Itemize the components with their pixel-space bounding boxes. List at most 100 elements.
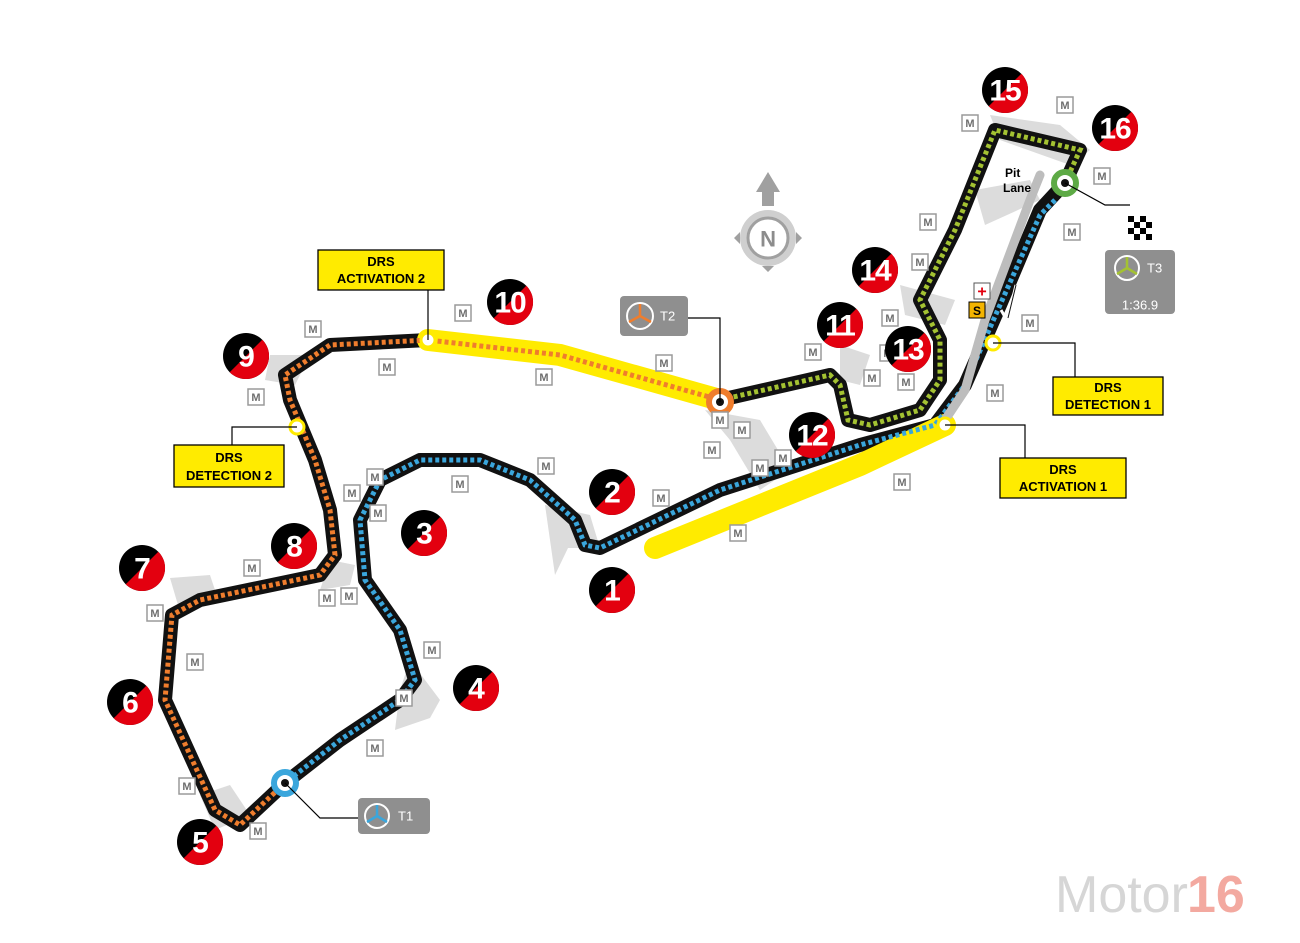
sector1-track	[283, 198, 1057, 785]
corner-number: 8	[286, 531, 302, 564]
marshal-post: M	[1093, 167, 1111, 185]
marshal-post: M	[369, 504, 387, 522]
corner-14: 14	[852, 247, 899, 294]
svg-text:N: N	[760, 227, 776, 252]
svg-text:M: M	[733, 528, 742, 540]
drs-detection-2-label: DRS DETECTION 2	[173, 444, 285, 488]
marshal-post: M	[733, 421, 751, 439]
corner-number: 10	[494, 287, 526, 320]
marshal-post: M	[703, 441, 721, 459]
corner-5: 5	[177, 819, 224, 866]
marshal-post: M	[652, 489, 670, 507]
svg-text:M: M	[923, 217, 932, 229]
svg-text:M: M	[965, 118, 974, 130]
corner-16: 16	[1092, 105, 1139, 152]
svg-text:ACTIVATION 2: ACTIVATION 2	[337, 271, 425, 286]
corner-2: 2	[589, 469, 636, 516]
marshal-post: M	[366, 739, 384, 757]
svg-text:DETECTION 2: DETECTION 2	[186, 468, 272, 483]
corner-1: 1	[589, 567, 636, 614]
drs-detection-1-label: DRS DETECTION 1	[1052, 376, 1164, 416]
corner-number: 6	[122, 687, 138, 720]
marshal-post: M	[751, 459, 769, 477]
medical-cross-icon: +	[973, 282, 991, 301]
svg-text:M: M	[1060, 100, 1069, 112]
timing-icon	[626, 302, 654, 330]
svg-text:M: M	[707, 445, 716, 457]
marshal-post: M	[340, 587, 358, 605]
marshal-post: M	[919, 213, 937, 231]
svg-text:M: M	[182, 781, 191, 793]
svg-text:M: M	[659, 358, 668, 370]
marshal-post: M	[318, 589, 336, 607]
svg-text:S: S	[973, 304, 981, 318]
drs-activation-2-label: DRS ACTIVATION 2	[317, 249, 445, 291]
marshal-post: M	[366, 468, 384, 486]
svg-text:M: M	[370, 743, 379, 755]
corner-number: 9	[238, 341, 254, 374]
compass-icon: N	[734, 172, 802, 272]
svg-text:M: M	[897, 477, 906, 489]
svg-text:16: 16	[1187, 866, 1245, 924]
svg-text:T1: T1	[398, 809, 413, 824]
svg-text:M: M	[308, 324, 317, 336]
marshal-post: M	[247, 388, 265, 406]
svg-text:M: M	[1025, 318, 1034, 330]
drs-activation-1-label: DRS ACTIVATION 1	[999, 457, 1127, 499]
svg-text:M: M	[382, 362, 391, 374]
sector-t1-label: T1	[358, 798, 430, 834]
corner-10: 10	[487, 279, 534, 326]
corner-8: 8	[271, 523, 318, 570]
marshal-post: M	[343, 484, 361, 502]
marshal-post: M	[1056, 96, 1074, 114]
safety-car-icon: S	[968, 301, 986, 319]
marshal-post: M	[451, 475, 469, 493]
corner-15: 15	[982, 67, 1029, 114]
svg-text:M: M	[539, 372, 548, 384]
svg-text:M: M	[251, 392, 260, 404]
drs-zone-back	[417, 329, 731, 411]
svg-text:M: M	[901, 377, 910, 389]
svg-text:M: M	[915, 257, 924, 269]
svg-text:T3: T3	[1147, 261, 1162, 276]
corner-number: 2	[604, 477, 620, 510]
marshal-post: M	[729, 524, 747, 542]
leader-lines	[231, 182, 1130, 819]
corner-12: 12	[789, 412, 836, 459]
marshal-post: M	[249, 822, 267, 840]
svg-text:Motor: Motor	[1055, 866, 1188, 924]
corner-number: 14	[859, 255, 892, 288]
sector2-track	[162, 337, 721, 829]
svg-text:M: M	[867, 373, 876, 385]
svg-text:M: M	[1067, 227, 1076, 239]
svg-text:DRS: DRS	[215, 450, 243, 465]
sector-t2-label: T2	[620, 296, 688, 336]
svg-text:DRS: DRS	[367, 254, 395, 269]
corner-number: 5	[192, 827, 208, 860]
marshal-post: M	[804, 343, 822, 361]
marshal-post: M	[774, 449, 792, 467]
sector-t3-label: T3 1:36.9	[1105, 250, 1175, 314]
corner-4: 4	[453, 665, 500, 712]
svg-text:M: M	[455, 479, 464, 491]
corner-6: 6	[107, 679, 154, 726]
corner-number: 1	[604, 575, 620, 608]
corner-number: 3	[416, 518, 432, 551]
marshal-post: M	[961, 114, 979, 132]
marshal-post: M	[535, 368, 553, 386]
pit-lane-label-2: Lane	[1003, 181, 1031, 195]
marshal-post: M	[454, 304, 472, 322]
pit-lane	[940, 170, 1045, 425]
marshal-post: M	[186, 653, 204, 671]
svg-text:M: M	[399, 693, 408, 705]
svg-text:M: M	[1097, 171, 1106, 183]
marshal-post: M	[537, 457, 555, 475]
corner-number: 15	[989, 75, 1021, 108]
marshal-post: M	[1063, 223, 1081, 241]
svg-text:M: M	[322, 593, 331, 605]
svg-text:ACTIVATION 1: ACTIVATION 1	[1019, 479, 1107, 494]
svg-text:M: M	[458, 308, 467, 320]
marshal-post: M	[423, 641, 441, 659]
corner-number: 7	[134, 553, 150, 586]
